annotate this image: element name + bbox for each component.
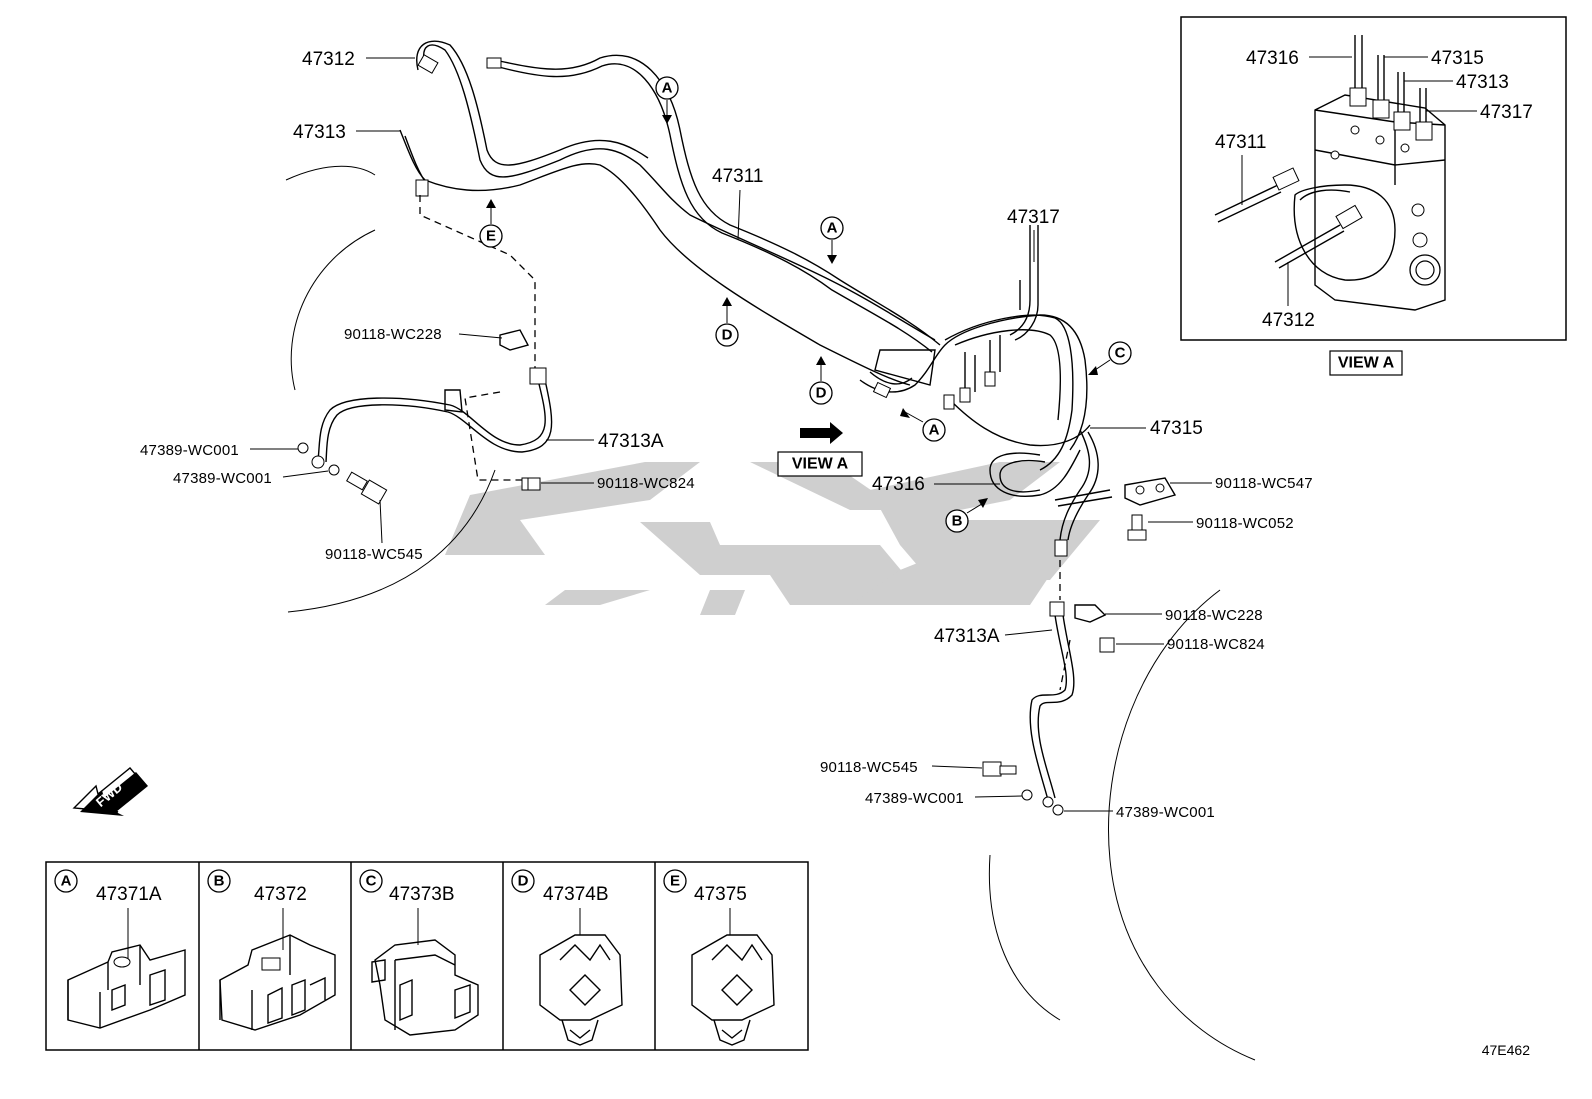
callout-c1: C	[1088, 341, 1132, 375]
view-a-reference: VIEW A	[777, 422, 863, 477]
label-90118-WC228-left: 90118-WC228	[344, 326, 442, 343]
washer-left-1	[297, 442, 309, 454]
svg-text:D: D	[816, 385, 827, 402]
right-wheel-arc	[1108, 589, 1256, 1061]
clamp-cell-e: E 47375	[663, 869, 775, 1046]
svg-text:E: E	[486, 228, 496, 245]
svg-text:VIEW A: VIEW A	[1338, 355, 1395, 372]
pipe-manifold	[859, 225, 1113, 557]
left-wheel-arc	[290, 229, 376, 391]
label-47311: 47311	[712, 166, 763, 187]
bolt-90118-WC545-right	[982, 761, 1017, 777]
label-90118-WC547: 90118-WC547	[1215, 475, 1313, 492]
svg-text:C: C	[366, 873, 377, 890]
label-47317: 47317	[1007, 207, 1060, 228]
diagram-id: 47E462	[1482, 1042, 1530, 1058]
brake-line-47311	[486, 54, 941, 353]
fwd-arrow: FWD	[72, 767, 148, 816]
view-a-label-47317: 47317	[1480, 102, 1533, 123]
flex-hose-right	[1029, 601, 1075, 808]
callout-d1: D	[715, 297, 739, 347]
brake-line-47313	[399, 129, 911, 386]
callout-d2: D	[809, 356, 833, 405]
label-47389-WC001-left2: 47389-WC001	[173, 470, 272, 487]
callout-a2: A	[820, 216, 844, 264]
right-wheel-arc-lower	[988, 854, 1061, 1021]
dashed-ref-e	[419, 195, 536, 370]
label-47389-WC001-left1: 47389-WC001	[140, 442, 239, 459]
bolt-90118-WC824-right	[1099, 637, 1115, 653]
left-wheel-arc-top	[285, 165, 376, 181]
label-47389-WC001-right1: 47389-WC001	[865, 790, 964, 807]
washer-left-2	[328, 464, 340, 476]
clamp-cell-c: C 47373B	[359, 869, 479, 1036]
clamp-part-47373B: 47373B	[389, 884, 455, 905]
dashed-ref-left-bracket	[464, 391, 525, 481]
view-a-label-47311: 47311	[1215, 132, 1266, 153]
bolt-90118-WC545-left	[346, 471, 388, 505]
clip-90118-WC228-right	[1074, 604, 1107, 623]
label-90118-WC545-left: 90118-WC545	[325, 546, 423, 563]
svg-text:B: B	[214, 873, 225, 890]
view-a-label-47312: 47312	[1262, 310, 1315, 331]
clamp-part-47372: 47372	[254, 884, 307, 905]
clip-90118-WC228-left	[499, 329, 530, 351]
label-90118-WC545-right: 90118-WC545	[820, 759, 918, 776]
callout-e1: E	[479, 199, 503, 248]
view-a-label-47316: 47316	[1246, 48, 1299, 69]
callout-b1: B	[945, 498, 988, 533]
label-90118-WC052: 90118-WC052	[1196, 515, 1294, 532]
clamp-part-47371A: 47371A	[96, 884, 162, 905]
clamp-legend-table: A 47371A B 47372 C 47373B	[45, 861, 809, 1051]
label-90118-WC228-right: 90118-WC228	[1165, 607, 1263, 624]
svg-text:A: A	[827, 220, 838, 237]
view-a-label-47313: 47313	[1456, 72, 1509, 93]
label-47313: 47313	[293, 122, 346, 143]
view-a-label-47315: 47315	[1431, 48, 1484, 69]
flex-hose-left	[311, 367, 553, 469]
left-wheel-arc-bottom	[287, 469, 496, 613]
label-47313A-right: 47313A	[934, 626, 1000, 647]
callout-a1: A	[655, 76, 679, 124]
svg-text:E: E	[670, 873, 680, 890]
clamp-part-47374B: 47374B	[543, 884, 609, 905]
svg-text:D: D	[722, 327, 733, 344]
label-47316: 47316	[872, 474, 925, 495]
label-47389-WC001-right2: 47389-WC001	[1116, 804, 1215, 821]
view-a-inset: 47316 47315 47313 47317 47311 47312	[1180, 16, 1567, 341]
svg-text:C: C	[1115, 345, 1126, 362]
watermark-logo	[445, 462, 1100, 615]
bracket-90118-WC547	[1124, 477, 1177, 506]
view-a-title: VIEW A	[1329, 350, 1403, 376]
label-90118-WC824-right: 90118-WC824	[1167, 636, 1265, 653]
washer-right-2	[1052, 804, 1064, 816]
svg-text:B: B	[952, 513, 963, 530]
svg-text:D: D	[518, 873, 529, 890]
bolt-90118-WC824-left	[521, 477, 541, 491]
washer-right-1	[1021, 789, 1033, 801]
clamp-part-47375: 47375	[694, 884, 747, 905]
svg-text:A: A	[61, 873, 72, 890]
label-47313A-left: 47313A	[598, 431, 664, 452]
clamp-cell-b: B 47372	[207, 869, 336, 1031]
label-47312: 47312	[302, 49, 355, 70]
callout-a3: A	[900, 408, 946, 442]
brake-line-47312	[416, 40, 936, 341]
bolt-90118-WC052	[1127, 514, 1147, 541]
label-47315: 47315	[1150, 418, 1203, 439]
svg-text:A: A	[929, 422, 940, 439]
svg-text:VIEW A: VIEW A	[792, 456, 849, 473]
svg-text:A: A	[662, 80, 673, 97]
clamp-cell-a: A 47371A	[54, 869, 186, 1029]
clamp-cell-d: D 47374B	[511, 869, 623, 1046]
label-90118-WC824-left: 90118-WC824	[597, 475, 695, 492]
